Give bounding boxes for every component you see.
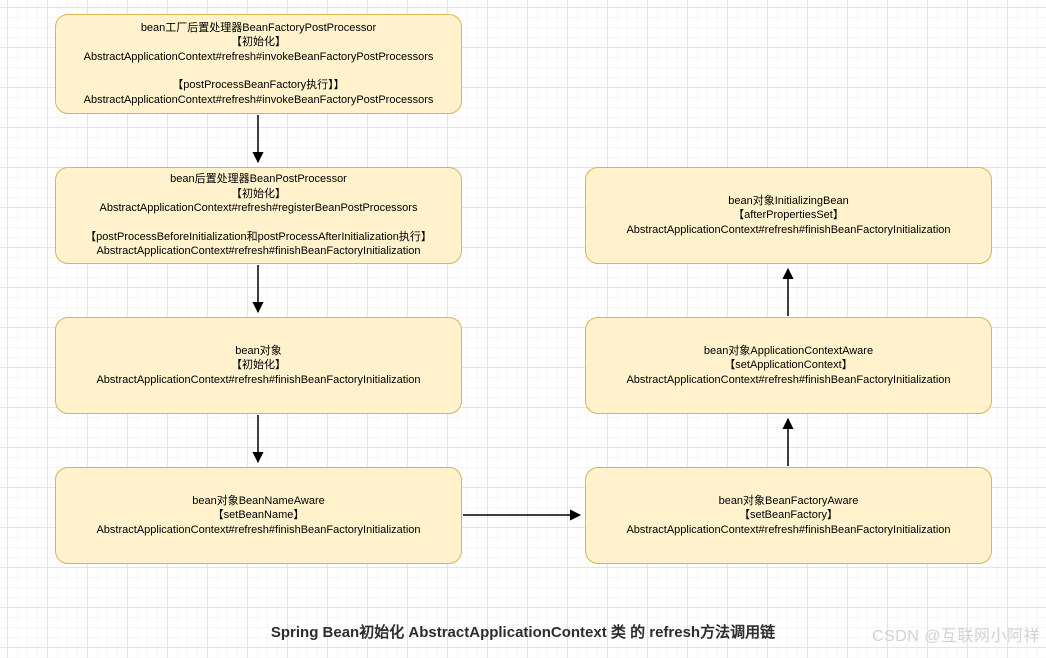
node-bean-object: bean对象 【初始化】 AbstractApplicationContext#… xyxy=(55,317,462,414)
node-line xyxy=(58,64,459,78)
node-line: AbstractApplicationContext#refresh#finis… xyxy=(96,373,421,386)
node-bean-factory-post-processor: bean工厂后置处理器BeanFactoryPostProcessor 【初始化… xyxy=(55,14,462,114)
node-line: AbstractApplicationContext#refresh#finis… xyxy=(626,223,951,236)
diagram-title: Spring Bean初始化 AbstractApplicationContex… xyxy=(270,624,776,641)
node-line: 【setBeanName】 xyxy=(212,509,305,522)
node-line: 【初始化】 xyxy=(231,187,286,200)
node-line: AbstractApplicationContext#refresh#finis… xyxy=(96,523,421,536)
node-line: AbstractApplicationContext#refresh#finis… xyxy=(96,245,421,258)
node-line: bean对象InitializingBean xyxy=(728,194,849,207)
node-bean-factory-aware: bean对象BeanFactoryAware 【setBeanFactory】 … xyxy=(585,467,992,564)
node-line: AbstractApplicationContext#refresh#regis… xyxy=(99,202,418,215)
node-line: bean对象BeanFactoryAware xyxy=(718,494,859,507)
node-initializing-bean: bean对象InitializingBean 【afterPropertiesS… xyxy=(585,167,992,264)
node-line: 【setApplicationContext】 xyxy=(724,359,853,372)
node-line: 【postProcessBeanFactory执行】】 xyxy=(172,79,345,92)
node-line: bean后置处理器BeanPostProcessor xyxy=(170,173,347,186)
node-line: AbstractApplicationContext#refresh#invok… xyxy=(83,50,434,63)
node-line: 【初始化】 xyxy=(231,359,286,372)
node-application-context-aware: bean对象ApplicationContextAware 【setApplic… xyxy=(585,317,992,414)
node-line: bean对象BeanNameAware xyxy=(192,494,325,507)
node-line: 【setBeanFactory】 xyxy=(738,509,839,522)
node-bean-name-aware: bean对象BeanNameAware 【setBeanName】 Abstra… xyxy=(55,467,462,564)
node-line: bean对象 xyxy=(235,344,282,357)
node-line: bean工厂后置处理器BeanFactoryPostProcessor xyxy=(140,21,377,34)
node-line xyxy=(58,216,459,230)
node-line: AbstractApplicationContext#refresh#finis… xyxy=(626,523,951,536)
node-line: bean对象ApplicationContextAware xyxy=(703,344,874,357)
node-line: AbstractApplicationContext#refresh#invok… xyxy=(83,93,434,106)
csdn-watermark: CSDN @互联网小阿祥 xyxy=(871,628,1040,645)
node-line: AbstractApplicationContext#refresh#finis… xyxy=(626,373,951,386)
node-line: 【初始化】 xyxy=(231,36,286,49)
node-bean-post-processor: bean后置处理器BeanPostProcessor 【初始化】 Abstrac… xyxy=(55,167,462,264)
node-line: 【postProcessBeforeInitialization和postPro… xyxy=(85,230,432,243)
node-line: 【afterPropertiesSet】 xyxy=(733,209,844,222)
